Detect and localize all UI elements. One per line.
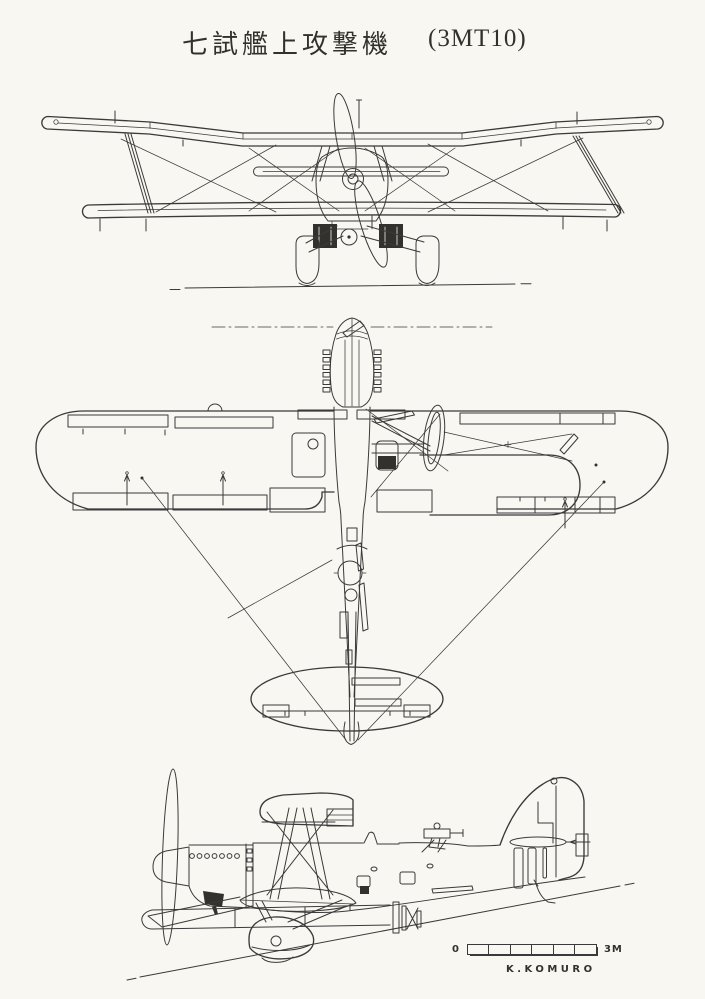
side-fuselage <box>252 831 586 913</box>
front-view <box>41 93 664 290</box>
cockpit-ring <box>337 560 363 586</box>
wing-hatch <box>291 432 326 478</box>
side-propeller <box>161 768 179 946</box>
scale-segment <box>575 945 596 954</box>
tail-skid <box>533 879 556 904</box>
front-upper-wing <box>41 115 664 147</box>
top-fin <box>347 611 357 742</box>
cabane-truss <box>261 807 336 900</box>
page-title-code: (3MT10) <box>428 25 527 52</box>
torpedo <box>141 886 422 934</box>
top-view <box>35 317 669 745</box>
page-title: 七試艦上攻撃機 <box>182 30 393 59</box>
scale-segment <box>468 945 490 954</box>
front-tailplane <box>253 166 449 177</box>
scale-bar: 0 3M <box>452 944 623 955</box>
side-spinner <box>152 846 190 887</box>
front-lower-wing <box>81 201 622 219</box>
top-left-aileron <box>72 471 326 513</box>
scale-segment <box>511 945 533 954</box>
df-dome <box>207 403 223 412</box>
top-tailplane <box>250 666 444 732</box>
scale-max-label: 3M <box>603 944 623 955</box>
front-landing-gear <box>295 225 440 286</box>
scale-segment <box>489 945 511 954</box>
machine-gun <box>421 822 464 853</box>
exhaust-stubs <box>322 349 382 393</box>
side-fin-rudder <box>499 776 589 881</box>
front-ground-line <box>169 283 532 290</box>
side-ground-line <box>126 882 635 981</box>
top-cowl <box>329 317 375 408</box>
wheel-plan <box>422 404 446 472</box>
top-right-aileron <box>496 496 616 514</box>
scale-zero-label: 0 <box>452 944 460 955</box>
top-upper-wing <box>35 410 669 510</box>
side-tailplane <box>509 836 591 889</box>
side-cowl <box>188 842 254 915</box>
top-propeller-blade <box>342 320 365 338</box>
leader-lines <box>141 477 605 741</box>
front-propeller <box>333 93 388 268</box>
side-upper-wing <box>259 792 354 827</box>
scale-bar-segments <box>466 944 597 955</box>
front-interplane-struts <box>124 133 625 214</box>
top-fuselage <box>333 406 371 698</box>
signature: K.KOMURO <box>506 964 596 975</box>
front-mast <box>356 99 362 129</box>
side-view <box>126 768 635 981</box>
front-bracing-wires <box>120 137 584 213</box>
scale-segment <box>554 945 576 954</box>
front-cowl <box>315 147 389 222</box>
top-lower-wing <box>419 454 581 516</box>
top-right-structure <box>365 404 616 529</box>
scale-segment <box>532 945 554 954</box>
top-rudder <box>343 721 360 745</box>
